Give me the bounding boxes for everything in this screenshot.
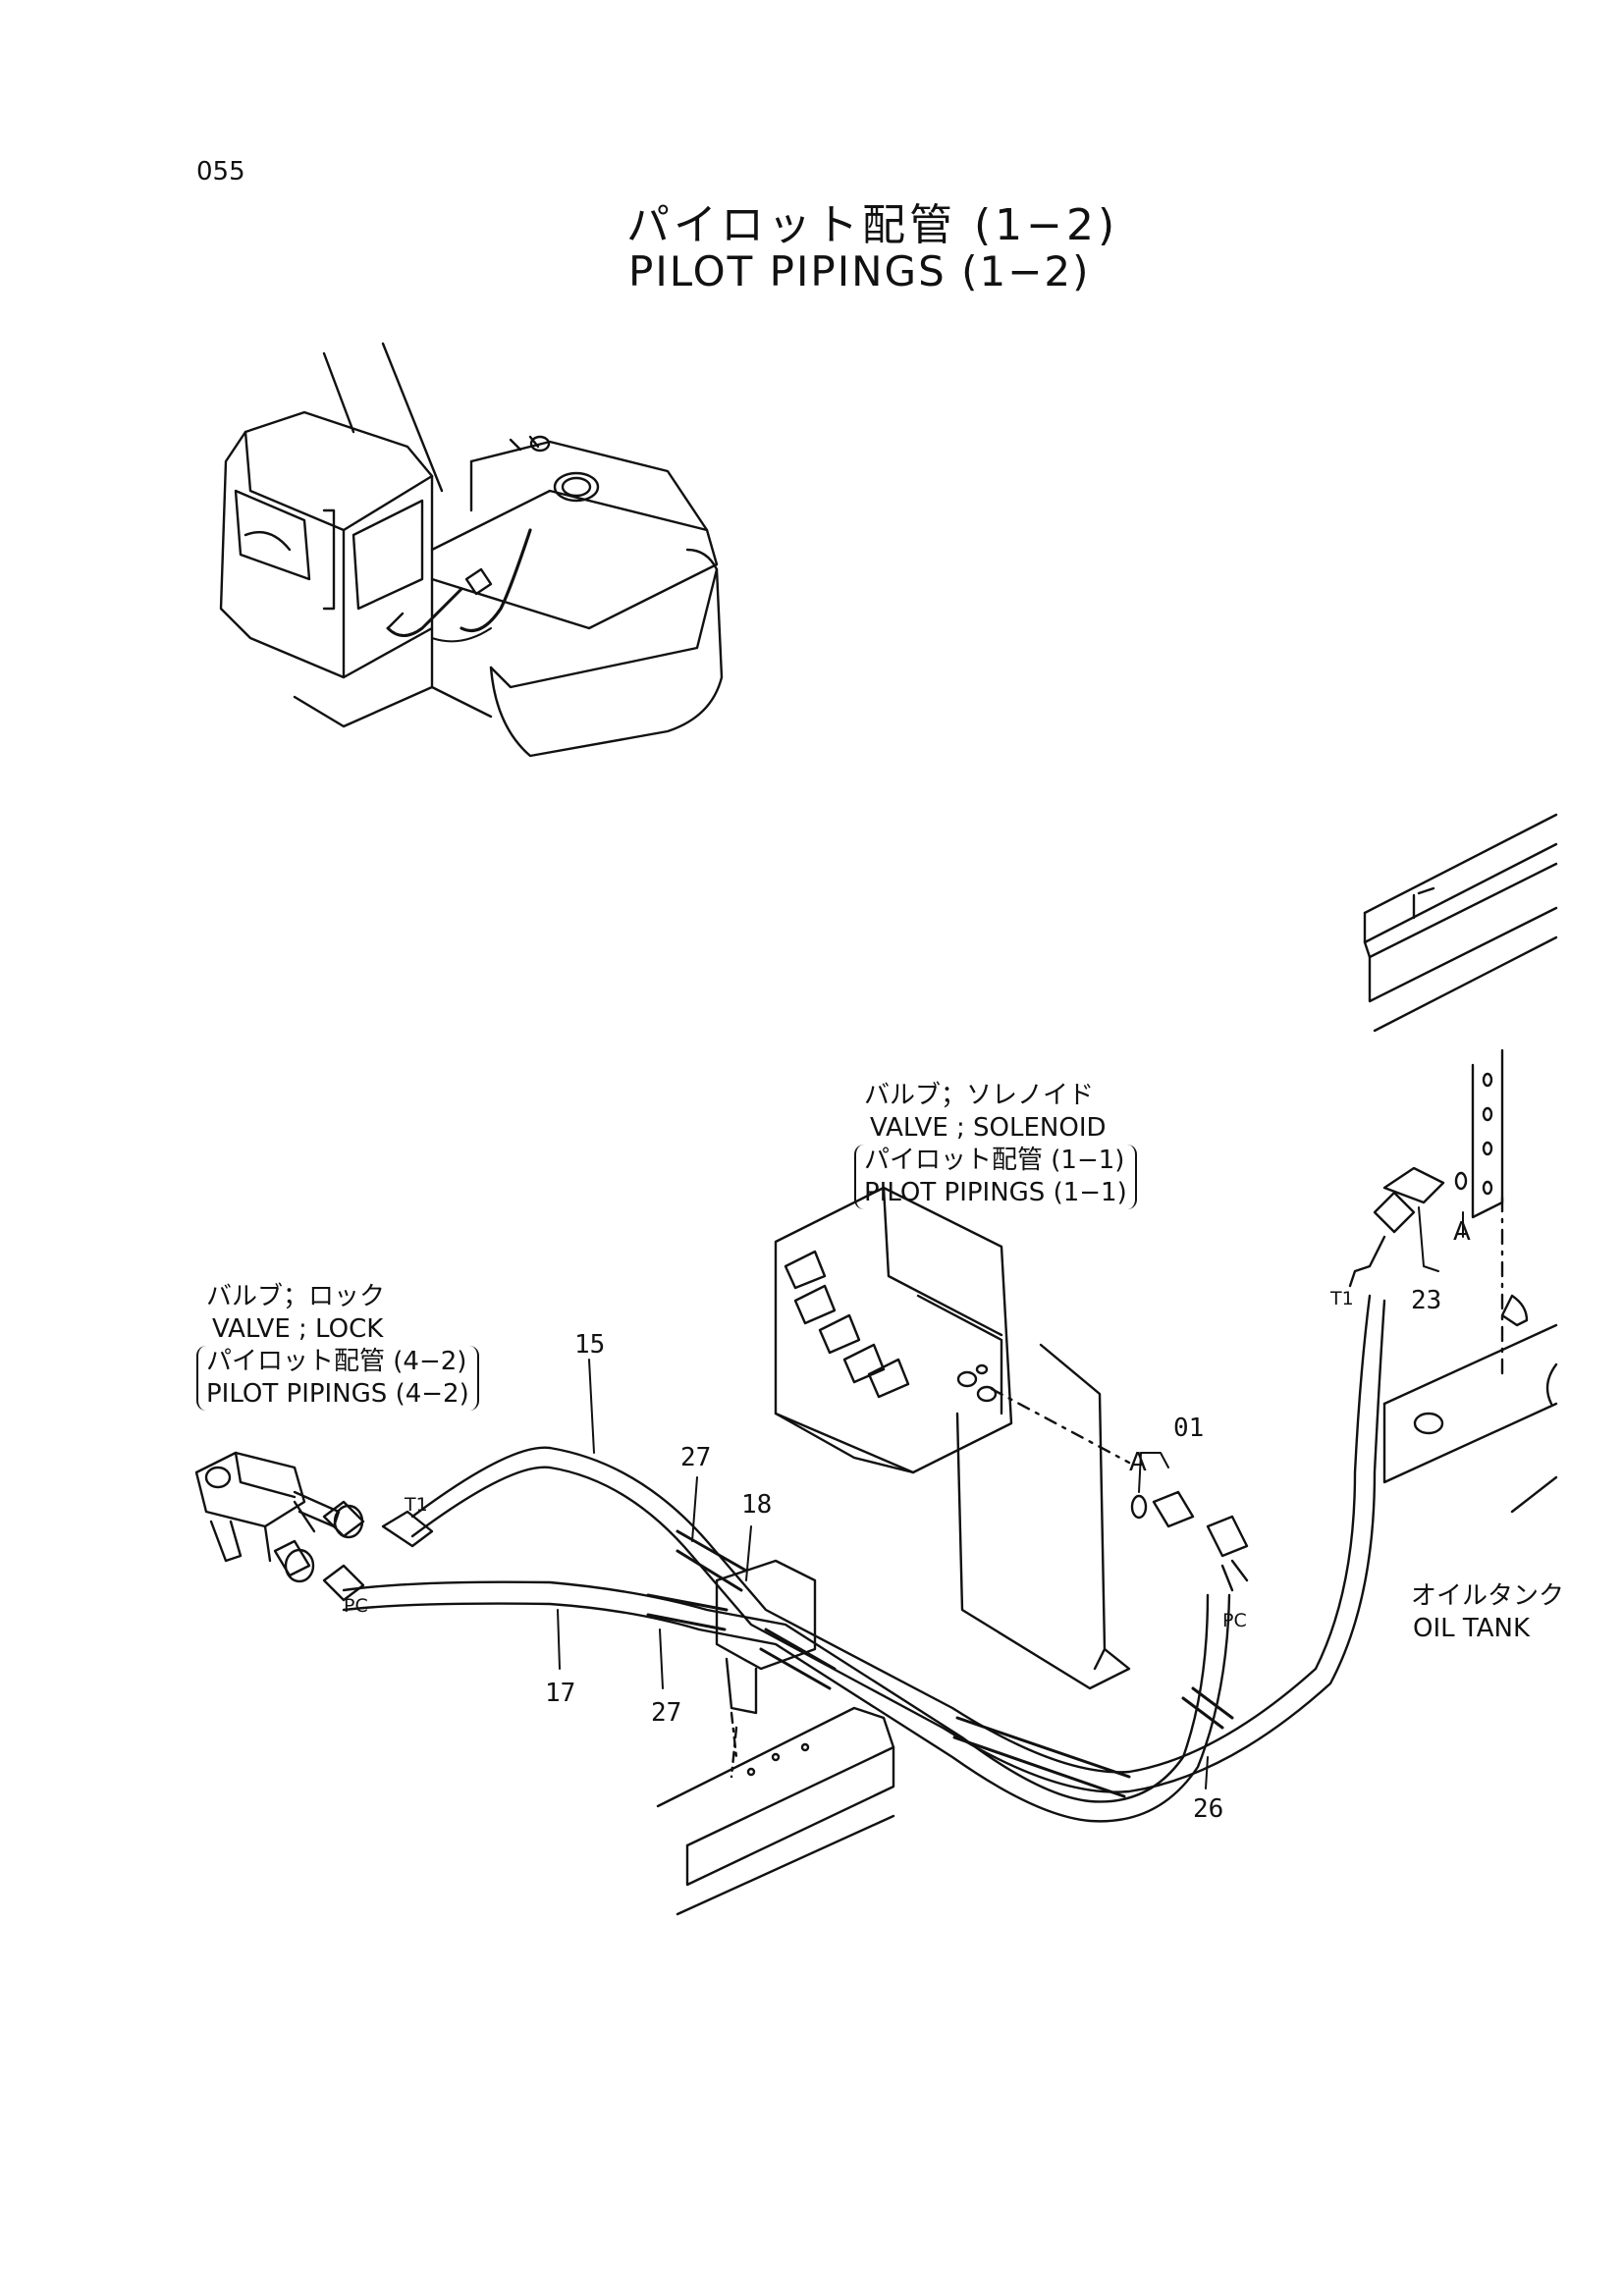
excavator-overview [219, 342, 724, 758]
solenoid-label-ja: バルブ；ソレノイド [864, 1081, 1095, 1110]
part-number-27-upper: 27 [680, 1443, 712, 1472]
solenoid-valve-drawing [774, 1186, 1131, 1690]
part-number-18: 18 [741, 1490, 773, 1520]
frame-rail-drawing [656, 1706, 895, 1916]
callout-oil-tank: オイルタンク OIL TANK [1411, 1580, 1564, 1645]
solenoid-label-en: VALVE ; SOLENOID [870, 1113, 1107, 1143]
port-label-pc-right: PC [1222, 1610, 1247, 1631]
lock-ref-ja: パイロット配管 (4−2) [206, 1347, 467, 1376]
port-label-t1-right: T1 [1330, 1288, 1354, 1309]
part-number-15: 15 [574, 1330, 606, 1360]
page-number: 055 [196, 157, 245, 187]
part-number-27-lower: 27 [651, 1698, 682, 1728]
solenoid-ref-ja: パイロット配管 (1−1) [864, 1146, 1125, 1175]
lock-ref-bracket: パイロット配管 (4−2) PILOT PIPINGS (4−2) [196, 1346, 479, 1411]
connection-label-a-tank: A [1453, 1217, 1471, 1247]
lock-label-en: VALVE ; LOCK [212, 1314, 384, 1344]
lock-label-ja: バルブ；ロック [206, 1282, 386, 1311]
page-title-japanese: パイロット配管 (1−2) [626, 200, 1119, 250]
port-label-pc-left: PC [344, 1595, 368, 1617]
lock-valve-drawing [194, 1451, 364, 1583]
oil-tank-drawing [1363, 813, 1558, 1514]
solenoid-ref-en: PILOT PIPINGS (1−1) [864, 1178, 1127, 1207]
callout-solenoid-valve: バルブ；ソレノイド VALVE ; SOLENOID パイロット配管 (1−1)… [854, 1080, 1137, 1209]
solenoid-ref-bracket: パイロット配管 (1−1) PILOT PIPINGS (1−1) [854, 1145, 1137, 1209]
oil-tank-label-ja: オイルタンク [1411, 1581, 1565, 1611]
port-label-t1-left: T1 [405, 1494, 428, 1516]
part-number-17: 17 [545, 1679, 576, 1708]
part-number-26: 26 [1193, 1794, 1224, 1824]
part-number-01: 01 [1173, 1414, 1205, 1443]
oil-tank-label-en: OIL TANK [1413, 1614, 1531, 1643]
lock-ref-en: PILOT PIPINGS (4−2) [206, 1379, 469, 1409]
page-title-english: PILOT PIPINGS (1−2) [628, 247, 1091, 295]
connection-label-a-valve: A [1129, 1448, 1147, 1477]
hoses [322, 1166, 1468, 1823]
callout-lock-valve: バルブ；ロック VALVE ; LOCK パイロット配管 (4−2) PILOT… [196, 1281, 479, 1411]
part-number-23: 23 [1411, 1286, 1442, 1315]
